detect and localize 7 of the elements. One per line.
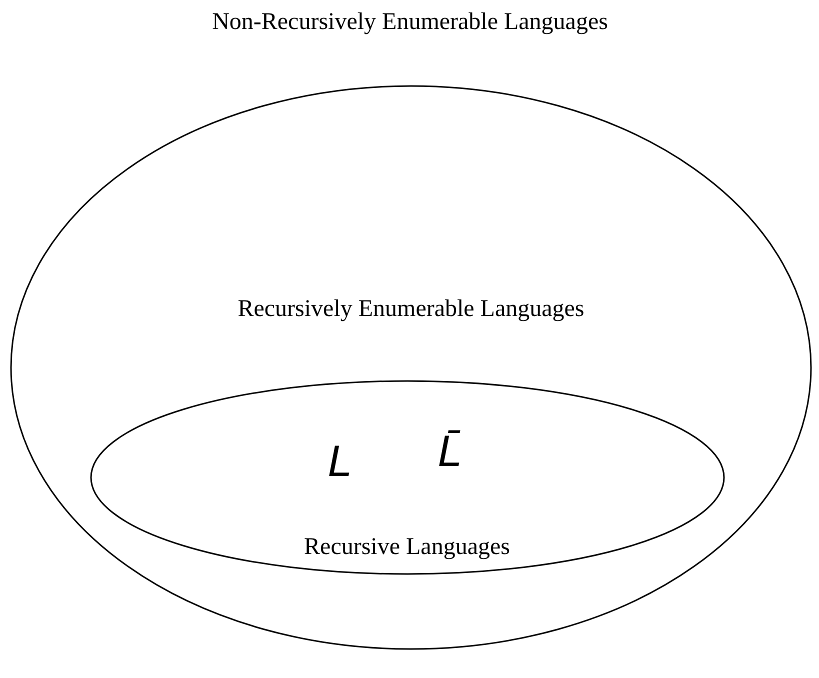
region-label: Non-Recursively Enumerable Languages (212, 10, 608, 34)
ellipse-region (90, 380, 725, 575)
region-label: Recursive Languages (304, 535, 510, 559)
region-label: Recursively Enumerable Languages (238, 297, 584, 321)
set-symbol: L (328, 440, 352, 484)
ellipse-region (10, 85, 812, 650)
set-complement-symbol: L̄ (438, 430, 462, 474)
